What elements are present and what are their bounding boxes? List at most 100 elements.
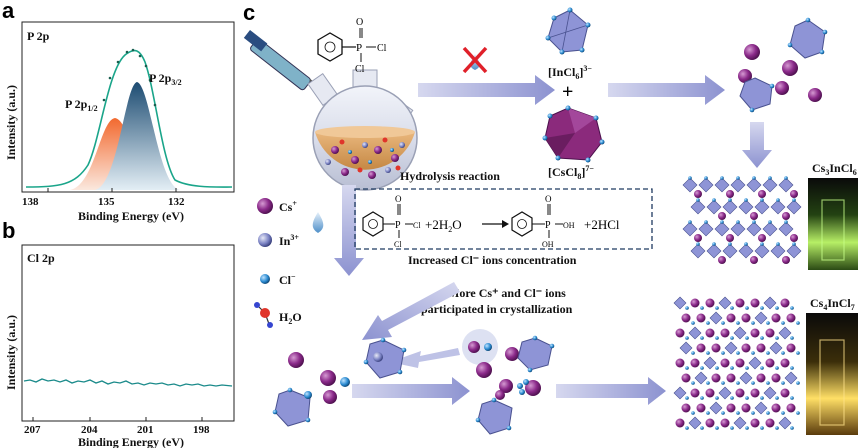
lattice-cl-atom [720, 176, 724, 180]
lattice-cl-atom [776, 242, 780, 246]
lattice-cl-atom [796, 351, 800, 355]
arrow-bubble-left [390, 348, 460, 368]
lattice-cl-atom [691, 321, 695, 325]
lattice-cs-atom [705, 298, 715, 308]
lattice-octahedron [733, 326, 747, 340]
lattice-cs-atom [756, 373, 766, 383]
increased-cl-label: Increased Cl⁻ ions concentration [408, 253, 577, 267]
lattice-cs-atom [786, 403, 796, 413]
cs4incl7-photo [806, 313, 858, 435]
svg-text:O: O [545, 194, 552, 204]
lattice-cl-atom [745, 306, 749, 310]
svg-text:OH: OH [563, 221, 575, 230]
lattice-cl-atom [736, 220, 740, 224]
lattice-cl-atom [781, 321, 785, 325]
lattice-cl-atom [751, 381, 755, 385]
lattice-octahedron [714, 221, 730, 237]
lattice-cs-atom [720, 418, 730, 428]
lattice-octahedron [784, 371, 798, 385]
lattice-cl-atom [715, 336, 719, 340]
cs3incl6-precursor-cluster [738, 17, 828, 113]
cs-ion-icon [257, 198, 273, 214]
bottom-left-cluster [272, 337, 407, 427]
lattice-octahedron [738, 199, 754, 215]
lattice-octahedron [730, 221, 746, 237]
lattice-octahedron [703, 356, 717, 370]
lattice-octahedron [762, 221, 778, 237]
lattice-cs-atom [711, 343, 721, 353]
lattice-octahedron [718, 386, 732, 400]
data-points [102, 48, 157, 107]
lattice-octahedron [694, 371, 708, 385]
lattice-cl-atom [768, 176, 772, 180]
more-ions-line1: More Cs⁺ and Cl⁻ ions [448, 286, 566, 300]
eq-water: +2H2O [425, 217, 462, 234]
lattice-cl-atom [775, 426, 779, 430]
lattice-octahedron [690, 199, 706, 215]
lattice-cl-atom [736, 176, 740, 180]
lattice-cs-atom [786, 313, 796, 323]
lattice-cl-atom [706, 411, 710, 415]
lattice-cl-atom [752, 176, 756, 180]
cscl8-polyhedron-icon [542, 105, 605, 163]
arrow-diagonal [362, 282, 460, 340]
panel-b-plot: Cl 2p 207 204 201 198 Binding Energy (eV… [4, 244, 235, 448]
bottom-middle-cluster [475, 335, 555, 435]
lattice-octahedron [763, 386, 777, 400]
lattice-cs-atom [786, 343, 796, 353]
lattice-octahedron [724, 341, 738, 355]
lattice-octahedron [706, 199, 722, 215]
panel-a-xlabel: Binding Energy (eV) [78, 209, 184, 223]
panel-a-xtick: 135 [98, 196, 115, 208]
lattice-cl-atom [766, 351, 770, 355]
lattice-cs-atom [780, 358, 790, 368]
lattice-octahedron [730, 177, 746, 193]
panel-a-xtick: 138 [22, 196, 39, 208]
lattice-octahedron [754, 311, 768, 325]
svg-text:Cl: Cl [413, 221, 421, 230]
lattice-cs-atom [675, 358, 685, 368]
lattice-cl-atom [766, 321, 770, 325]
lattice-cs-atom [696, 313, 706, 323]
peak2-label: P 2p3/2 [149, 71, 182, 87]
lattice-cl-atom [715, 306, 719, 310]
panel-b-tag: Cl 2p [27, 251, 55, 265]
lattice-cl-atom [744, 242, 748, 246]
lattice-cs-atom [741, 403, 751, 413]
lattice-cl-atom [685, 306, 689, 310]
lattice-cs-atom [771, 373, 781, 383]
panel-b-xtick: 201 [137, 424, 154, 436]
svg-text:Cl: Cl [377, 43, 387, 54]
lattice-cs-atom [690, 298, 700, 308]
lattice-octahedron [698, 177, 714, 193]
lattice-cl-atom [760, 198, 764, 202]
svg-text:O: O [395, 194, 402, 204]
lattice-cs-atom [726, 190, 734, 198]
lattice-octahedron [722, 243, 738, 259]
lattice-cs-atom [681, 313, 691, 323]
lattice-cl-atom [736, 381, 740, 385]
lattice-octahedron [754, 199, 770, 215]
cs3incl6-lattice [682, 176, 802, 264]
lattice-cs-atom [675, 328, 685, 338]
lattice-cs-atom [780, 298, 790, 308]
lattice-cs-atom [705, 418, 715, 428]
lattice-cl-atom [691, 381, 695, 385]
lattice-cs-atom [696, 403, 706, 413]
lattice-cl-atom [760, 242, 764, 246]
cscl8-label: [CsCl8]7− [548, 164, 594, 181]
lattice-octahedron [748, 356, 762, 370]
svg-text:O: O [356, 17, 363, 28]
lattice-octahedron [738, 243, 754, 259]
lattice-octahedron [754, 401, 768, 415]
fit-envelope-curve [25, 49, 233, 188]
lattice-cs-atom [711, 373, 721, 383]
arrow-top-right [608, 75, 725, 105]
svg-text:P: P [356, 42, 362, 54]
lattice-cs-atom [694, 190, 702, 198]
cl-ion-icon [260, 274, 270, 284]
lattice-octahedron [778, 177, 794, 193]
lattice-cl-atom [760, 426, 764, 430]
lattice-cs-atom [750, 256, 758, 264]
lattice-cl-atom [685, 426, 689, 430]
